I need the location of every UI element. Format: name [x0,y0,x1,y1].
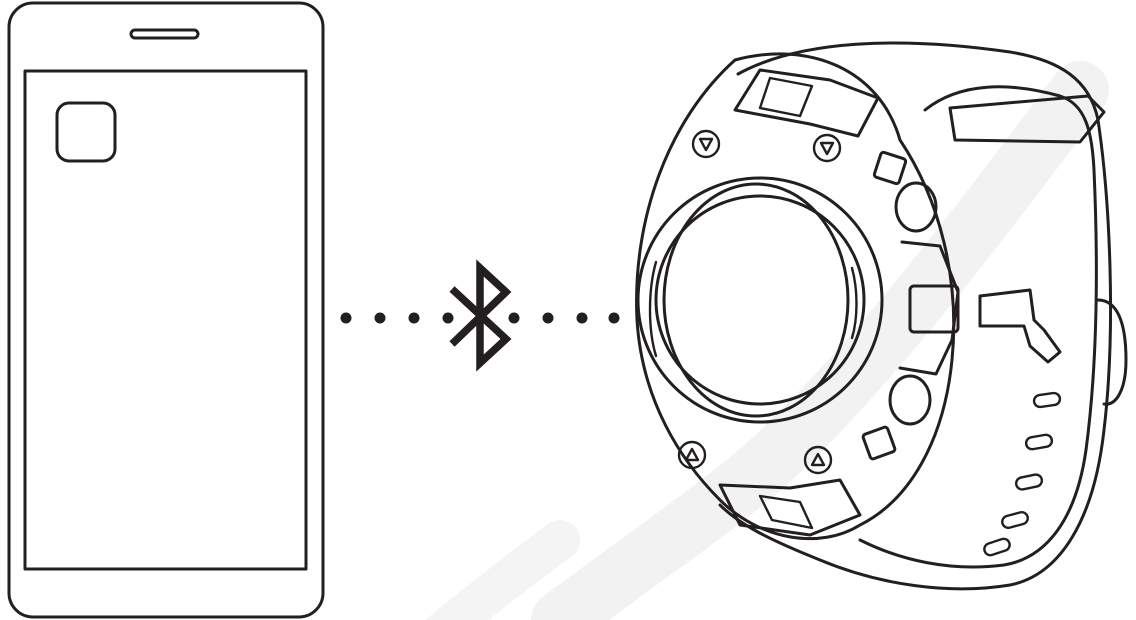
watch-case [635,52,960,541]
strap-hole [1014,473,1044,491]
watch-screen [662,182,850,418]
dot [508,312,520,324]
side-button-upper [894,181,938,233]
connection-dots-right [508,312,620,324]
phone-screen [23,69,308,571]
screw-icon [812,133,842,163]
screw-icon [803,445,833,475]
phone-body [7,1,325,619]
dot [542,312,554,324]
watermark [424,61,1109,620]
strap-hole [1024,433,1054,451]
screw-icon [677,440,707,470]
phone-speaker [129,28,200,40]
connection-dots-left [340,312,454,324]
dot [442,312,454,324]
dot [374,312,386,324]
app-icon [55,101,117,163]
strap-hole [1032,391,1062,409]
dot [340,312,352,324]
bluetooth-icon [449,259,512,372]
screw-icon [691,129,721,159]
strap-hole [1001,510,1029,530]
watch-strap [718,41,1128,591]
side-button-top [872,150,908,186]
phone-icon [7,1,325,619]
dot [408,312,420,324]
side-button-lower [888,374,932,426]
crown-button [908,284,960,334]
dot [608,312,620,324]
strap-hole [983,537,1011,557]
watch-bezel [636,176,884,424]
watch-bezel-inner [654,194,866,406]
dot [576,312,588,324]
side-button-bottom [861,425,897,461]
smartwatch-icon [635,41,1128,591]
